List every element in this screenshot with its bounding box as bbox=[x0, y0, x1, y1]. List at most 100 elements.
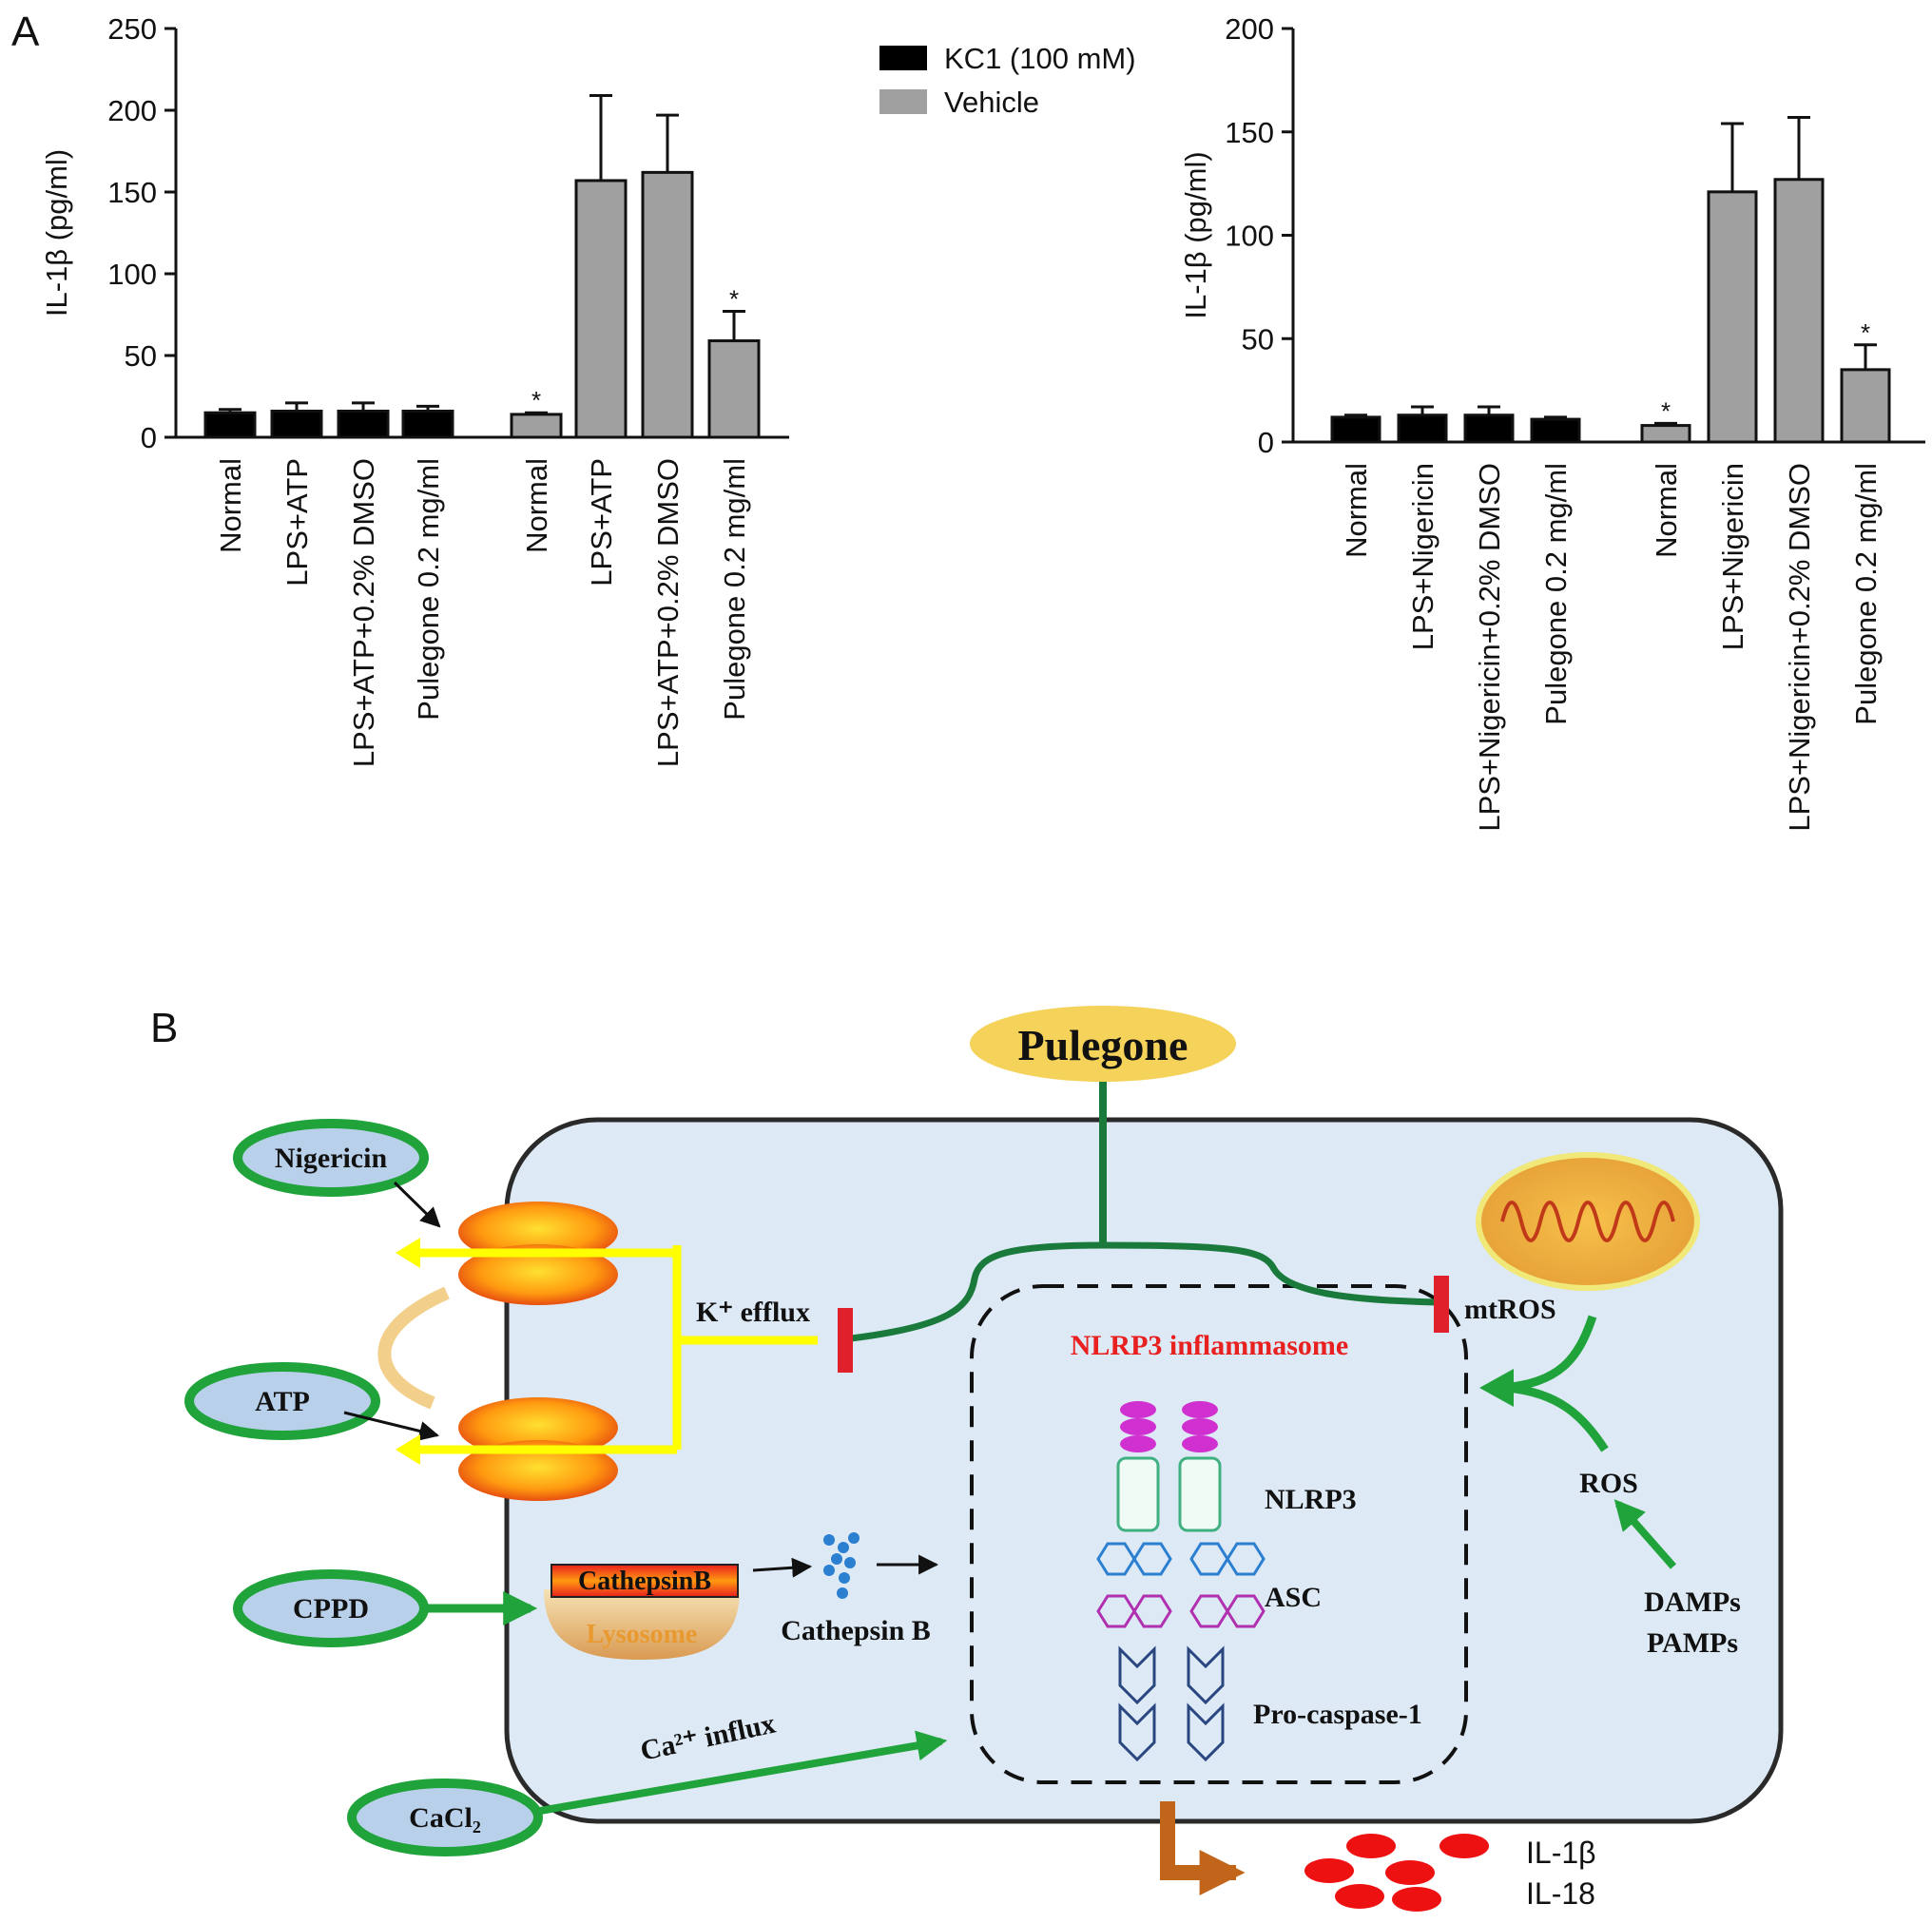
inflammasome-region bbox=[970, 1284, 1468, 1784]
pulegone-inhibit-left bbox=[850, 1241, 1104, 1342]
atp-ellipse bbox=[184, 1362, 380, 1440]
x-tick-label: LPS+ATP bbox=[585, 458, 618, 587]
k-efflux-label: K⁺ efflux bbox=[696, 1297, 810, 1328]
x-tick-label: Pulegone 0.2 mg/ml bbox=[412, 458, 445, 721]
channel-atp bbox=[458, 1397, 618, 1501]
arrow-damps-ros bbox=[1613, 1499, 1677, 1569]
legend-swatch-kc1 bbox=[879, 46, 927, 70]
arrow-ca-influx bbox=[539, 1730, 948, 1815]
output-arrow bbox=[1160, 1801, 1246, 1895]
arrow-lysosome-cathepsin bbox=[752, 1557, 813, 1578]
bar bbox=[1840, 368, 1891, 444]
x-tick-label: LPS+ATP bbox=[280, 458, 314, 587]
pulegone-ellipse bbox=[970, 1006, 1236, 1082]
k-efflux-head-bottom bbox=[396, 1434, 420, 1465]
bar bbox=[1707, 190, 1758, 444]
cathepsin-b-icon bbox=[823, 1532, 860, 1599]
y-tick-label: 50 bbox=[125, 339, 157, 373]
bar bbox=[1640, 424, 1691, 444]
bar bbox=[707, 339, 761, 439]
significance-marker: * bbox=[729, 285, 739, 314]
nlrp3-label: NLRP3 bbox=[1265, 1484, 1357, 1515]
inflammasome-label: NLRP3 inflammasome bbox=[1071, 1330, 1348, 1361]
x-tick-label: Normal bbox=[520, 458, 553, 553]
y-axis-label: IL-1β (pg/ml) bbox=[1179, 151, 1212, 318]
x-tick-label: Normal bbox=[1650, 463, 1683, 558]
mitochondrion-icon bbox=[1476, 1152, 1700, 1291]
cacl2-label: CaCl₂ bbox=[409, 1802, 481, 1834]
bar bbox=[574, 179, 628, 439]
lysosome-icon bbox=[544, 1589, 740, 1660]
cytokine-icon bbox=[1304, 1834, 1489, 1912]
significance-marker: * bbox=[1661, 396, 1671, 425]
atp-label: ATP bbox=[255, 1386, 310, 1417]
lysosome-label: Lysosome bbox=[587, 1620, 698, 1649]
y-tick-label: 0 bbox=[1258, 426, 1274, 459]
cppd-label: CPPD bbox=[293, 1593, 369, 1625]
x-tick-label: Normal bbox=[214, 458, 247, 553]
y-tick-label: 200 bbox=[107, 94, 157, 127]
bar bbox=[1530, 417, 1581, 444]
nigericin-ellipse bbox=[233, 1119, 429, 1197]
inhibit-bar-mtros bbox=[1434, 1276, 1449, 1333]
x-tick-label: Pulegone 0.2 mg/ml bbox=[1539, 463, 1573, 725]
curved-arrow-channels bbox=[377, 1286, 450, 1410]
bar bbox=[641, 170, 694, 439]
y-tick-label: 100 bbox=[1225, 220, 1274, 253]
arrow-atp-channel bbox=[343, 1411, 440, 1441]
bar bbox=[1463, 413, 1515, 444]
x-tick-label: Pulegone 0.2 mg/ml bbox=[718, 458, 751, 721]
pamps-label: PAMPs bbox=[1647, 1627, 1738, 1659]
x-tick-label: Pulegone 0.2 mg/ml bbox=[1849, 463, 1883, 725]
nlrp3-icon bbox=[1116, 1401, 1222, 1532]
x-tick-label: LPS+Nigericin+0.2% DMSO bbox=[1473, 463, 1506, 832]
channel-nigericin bbox=[458, 1202, 618, 1305]
il1b-label: IL-1β bbox=[1526, 1836, 1596, 1870]
x-tick-label: LPS+Nigericin bbox=[1716, 463, 1749, 650]
ros-label: ROS bbox=[1579, 1468, 1638, 1499]
x-tick-label: LPS+ATP+0.2% DMSO bbox=[347, 458, 380, 767]
cathepsin-band bbox=[551, 1564, 739, 1598]
y-tick-label: 0 bbox=[141, 421, 157, 454]
x-tick-label: LPS+Nigericin bbox=[1406, 463, 1439, 650]
cacl2-ellipse bbox=[347, 1779, 543, 1856]
significance-marker: * bbox=[531, 386, 541, 414]
x-tick-label: Normal bbox=[1340, 463, 1373, 558]
bar bbox=[510, 413, 563, 439]
y-tick-label: 250 bbox=[107, 12, 157, 46]
arrow-ros-converge bbox=[1506, 1383, 1609, 1452]
y-tick-label: 100 bbox=[107, 258, 157, 291]
mtros-label: mtROS bbox=[1464, 1294, 1556, 1325]
bar bbox=[401, 409, 454, 439]
bar bbox=[203, 411, 257, 439]
y-tick-label: 150 bbox=[1225, 116, 1274, 149]
legend-label-kc1: KC1 (100 mM) bbox=[944, 42, 1136, 75]
asc-icon bbox=[1096, 1542, 1265, 1628]
cppd-ellipse bbox=[233, 1569, 429, 1647]
legend-label-vehicle: Vehicle bbox=[944, 86, 1039, 119]
legend: KC1 (100 mM) Vehicle bbox=[879, 42, 1136, 119]
pathway-diagram: Pulegone Nigericin ATP bbox=[184, 1006, 1784, 1912]
inhibit-bar-k-efflux bbox=[838, 1308, 853, 1373]
panel-label-b: B bbox=[150, 1005, 178, 1051]
asc-label: ASC bbox=[1265, 1582, 1322, 1613]
il18-label: IL-18 bbox=[1526, 1876, 1595, 1911]
x-tick-label: LPS+ATP+0.2% DMSO bbox=[651, 458, 685, 767]
pulegone-inhibit-right bbox=[1102, 1241, 1439, 1306]
nigericin-label: Nigericin bbox=[275, 1143, 388, 1174]
k-efflux-bracket bbox=[409, 1245, 818, 1454]
damps-label: DAMPs bbox=[1644, 1586, 1741, 1618]
x-tick-label: LPS+Nigericin+0.2% DMSO bbox=[1783, 463, 1816, 832]
cathepsin-band-label: CathepsinB bbox=[578, 1567, 711, 1596]
procaspase-label: Pro-caspase-1 bbox=[1253, 1699, 1422, 1730]
bar bbox=[270, 409, 323, 439]
bar bbox=[1773, 178, 1825, 444]
y-tick-label: 50 bbox=[1242, 322, 1274, 356]
significance-marker: * bbox=[1861, 318, 1870, 347]
panel-label-a: A bbox=[11, 9, 40, 55]
y-tick-label: 150 bbox=[107, 176, 157, 209]
y-axis-label: IL-1β (pg/ml) bbox=[40, 149, 73, 317]
k-efflux-head-top bbox=[396, 1238, 420, 1268]
